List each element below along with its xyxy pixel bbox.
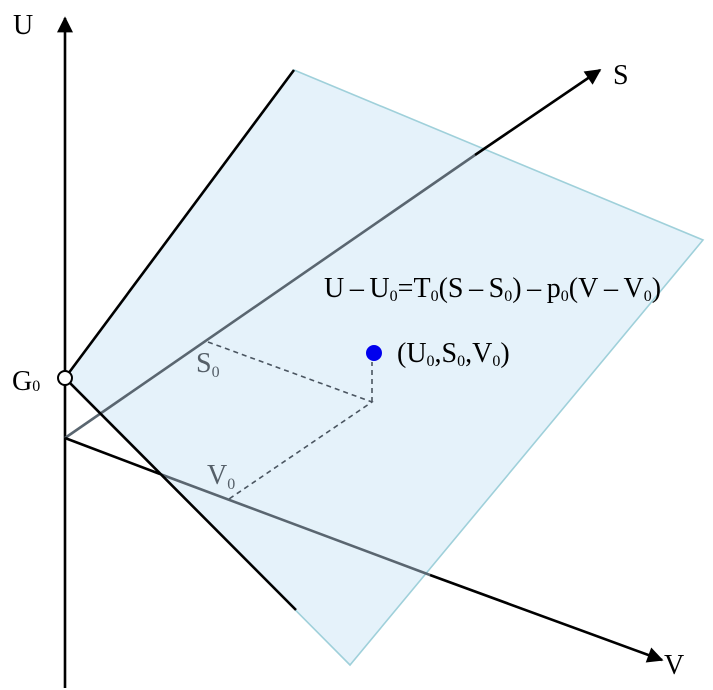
s0-label: S0: [196, 348, 220, 381]
tangent-edge-upper: [63, 69, 296, 379]
plane-equation: U – U0=T0(S – S0) – p0(V – V0): [324, 273, 661, 305]
v-axis: [429, 573, 664, 663]
state-point: [366, 345, 382, 361]
v-axis-start: [64, 436, 161, 476]
v-axis-label: V: [664, 650, 684, 681]
s-axis-label: S: [613, 60, 629, 91]
g0-point: [57, 370, 73, 386]
tangent-plane: [63, 69, 705, 667]
v-axis-under-plane: [159, 472, 431, 577]
state-point-label: (U0,S0,V0): [397, 338, 510, 370]
u-axis-label: U: [13, 10, 33, 41]
g0-label: G0: [12, 366, 40, 397]
s-axis: [474, 68, 602, 157]
s-axis-under-plane: [64, 153, 476, 440]
v0-label: V0: [207, 460, 235, 493]
tangent-edge-lower: [64, 377, 297, 611]
